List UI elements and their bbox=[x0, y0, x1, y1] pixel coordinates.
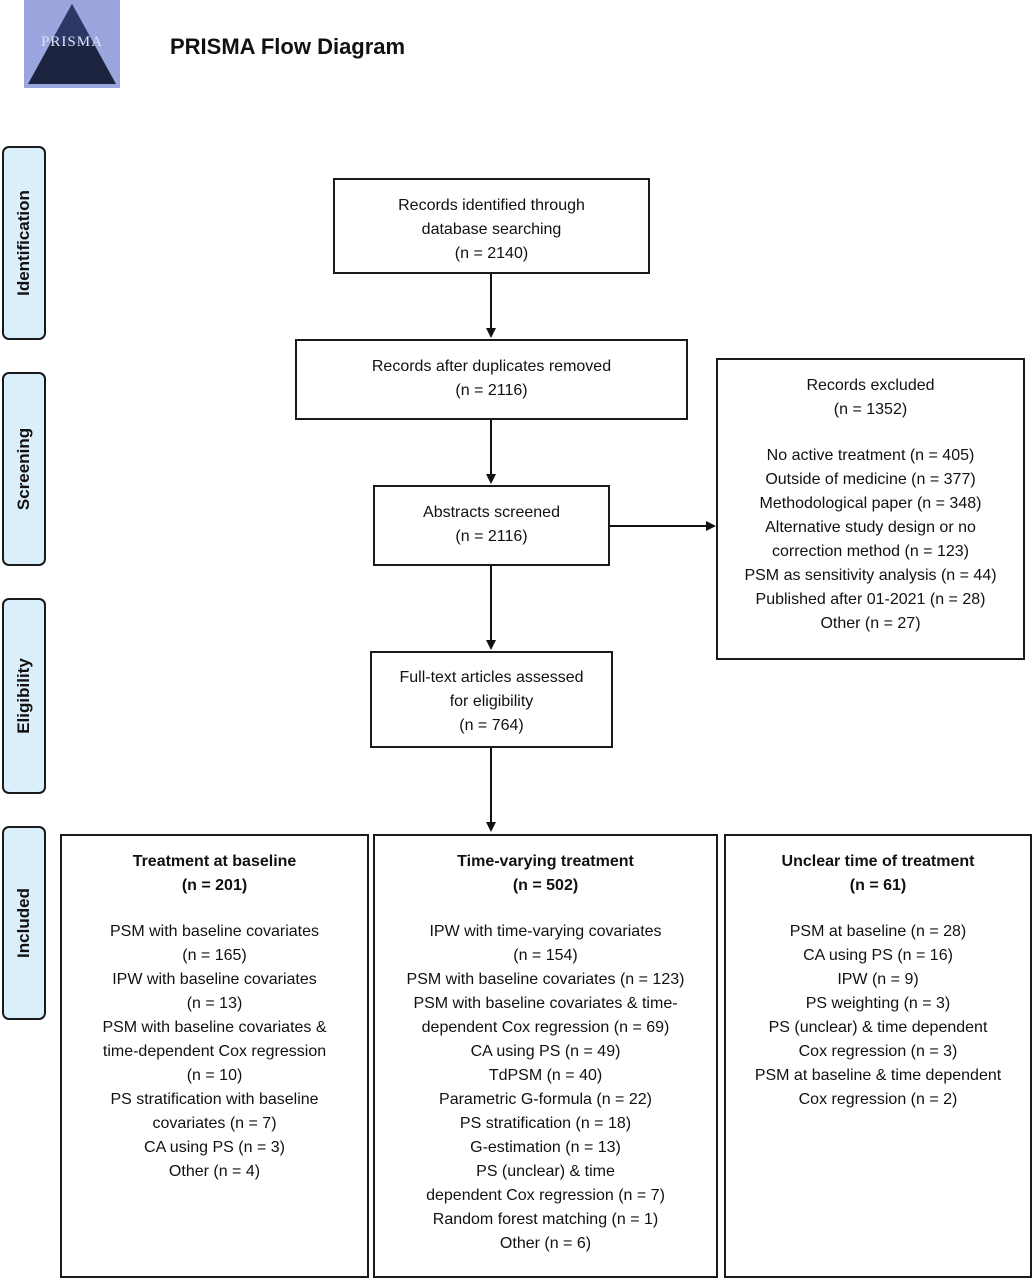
baseline-item: (n = 10) bbox=[186, 1067, 243, 1084]
unclear-item: PS (unclear) & time dependent bbox=[768, 1019, 988, 1036]
excluded-item: PSM as sensitivity analysis (n = 44) bbox=[744, 567, 997, 584]
prisma-logo: PRISMA bbox=[24, 0, 120, 88]
text-line: (n = 764) bbox=[459, 717, 524, 734]
box-unclear-time-treatment: Unclear time of treatment (n = 61) PSM a… bbox=[724, 834, 1032, 1278]
baseline-item: time-dependent Cox regression bbox=[102, 1043, 327, 1060]
timevarying-count: (n = 502) bbox=[512, 877, 579, 894]
baseline-item: PS stratification with baseline bbox=[110, 1091, 319, 1108]
box-records-identified: Records identified through database sear… bbox=[333, 178, 650, 274]
logo-triangle-icon bbox=[24, 0, 120, 88]
text-line: for eligibility bbox=[449, 693, 534, 710]
logo-text: PRISMA bbox=[41, 34, 103, 50]
stage-eligibility: Eligibility bbox=[2, 598, 46, 794]
excluded-item: Methodological paper (n = 348) bbox=[759, 495, 982, 512]
timevarying-item: (n = 154) bbox=[513, 947, 578, 964]
baseline-count: (n = 201) bbox=[181, 877, 248, 894]
timevarying-item: Other (n = 6) bbox=[499, 1235, 592, 1252]
text-line: database searching bbox=[421, 221, 562, 238]
unclear-count: (n = 61) bbox=[849, 877, 907, 894]
box-records-excluded: Records excluded (n = 1352) No active tr… bbox=[716, 358, 1025, 660]
timevarying-heading: Time-varying treatment bbox=[457, 853, 634, 870]
stage-screening: Screening bbox=[2, 372, 46, 566]
excluded-item: correction method (n = 123) bbox=[772, 543, 969, 560]
baseline-item: Other (n = 4) bbox=[168, 1163, 261, 1180]
text-line: Full-text articles assessed bbox=[399, 669, 584, 686]
text-line: Records identified through bbox=[398, 197, 585, 214]
baseline-item: CA using PS (n = 3) bbox=[144, 1139, 285, 1156]
unclear-item: PSM at baseline & time dependent bbox=[754, 1067, 1002, 1084]
excluded-item: Published after 01-2021 (n = 28) bbox=[755, 591, 986, 608]
unclear-item: PS weighting (n = 3) bbox=[805, 995, 951, 1012]
text-line: (n = 2116) bbox=[455, 528, 528, 545]
timevarying-item: CA using PS (n = 49) bbox=[470, 1043, 621, 1060]
timevarying-item: IPW with time-varying covariates bbox=[429, 923, 662, 940]
excluded-count: (n = 1352) bbox=[833, 401, 908, 418]
baseline-item: IPW with baseline covariates bbox=[112, 971, 317, 988]
timevarying-item: dependent Cox regression (n = 7) bbox=[426, 1187, 665, 1204]
baseline-item: PSM with baseline covariates & bbox=[102, 1019, 327, 1036]
excluded-item: Other (n = 27) bbox=[820, 615, 921, 632]
unclear-item: PSM at baseline (n = 28) bbox=[789, 923, 967, 940]
timevarying-item: TdPSM (n = 40) bbox=[488, 1067, 603, 1084]
timevarying-item: dependent Cox regression (n = 69) bbox=[421, 1019, 670, 1036]
box-treatment-baseline: Treatment at baseline (n = 201) PSM with… bbox=[60, 834, 369, 1278]
excluded-item: Outside of medicine (n = 377) bbox=[765, 471, 976, 488]
timevarying-item: Parametric G-formula (n = 22) bbox=[439, 1091, 652, 1108]
unclear-heading: Unclear time of treatment bbox=[781, 853, 975, 870]
baseline-heading: Treatment at baseline bbox=[132, 853, 297, 870]
excluded-item: No active treatment (n = 405) bbox=[766, 447, 975, 464]
stage-included: Included bbox=[2, 826, 46, 1020]
unclear-item: IPW (n = 9) bbox=[837, 971, 919, 988]
box-records-deduplicated: Records after duplicates removed (n = 21… bbox=[295, 339, 688, 420]
baseline-item: covariates (n = 7) bbox=[152, 1115, 277, 1132]
unclear-item: CA using PS (n = 16) bbox=[803, 947, 953, 964]
stage-identification: Identification bbox=[2, 146, 46, 340]
text-line: (n = 2116) bbox=[455, 382, 528, 399]
timevarying-item: PSM with baseline covariates (n = 123) bbox=[406, 971, 685, 988]
timevarying-item: PS stratification (n = 18) bbox=[459, 1115, 632, 1132]
excluded-heading: Records excluded bbox=[806, 377, 935, 394]
box-time-varying-treatment: Time-varying treatment (n = 502) IPW wit… bbox=[373, 834, 718, 1278]
timevarying-item: PSM with baseline covariates & time- bbox=[413, 995, 678, 1012]
page-title: PRISMA Flow Diagram bbox=[170, 34, 406, 59]
unclear-item: Cox regression (n = 2) bbox=[798, 1091, 958, 1108]
baseline-item: (n = 165) bbox=[182, 947, 247, 964]
unclear-item: Cox regression (n = 3) bbox=[798, 1043, 958, 1060]
box-fulltext-assessed: Full-text articles assessed for eligibil… bbox=[370, 651, 613, 748]
excluded-item: Alternative study design or no bbox=[765, 519, 976, 536]
timevarying-item: PS (unclear) & time bbox=[476, 1163, 615, 1180]
baseline-item: (n = 13) bbox=[186, 995, 243, 1012]
text-line: Records after duplicates removed bbox=[371, 358, 612, 375]
text-line: Abstracts screened bbox=[423, 504, 560, 521]
timevarying-item: Random forest matching (n = 1) bbox=[432, 1211, 659, 1228]
text-line: (n = 2140) bbox=[454, 245, 529, 262]
timevarying-item: G-estimation (n = 13) bbox=[470, 1139, 621, 1156]
baseline-item: PSM with baseline covariates bbox=[110, 923, 319, 940]
box-abstracts-screened: Abstracts screened (n = 2116) bbox=[373, 485, 610, 566]
